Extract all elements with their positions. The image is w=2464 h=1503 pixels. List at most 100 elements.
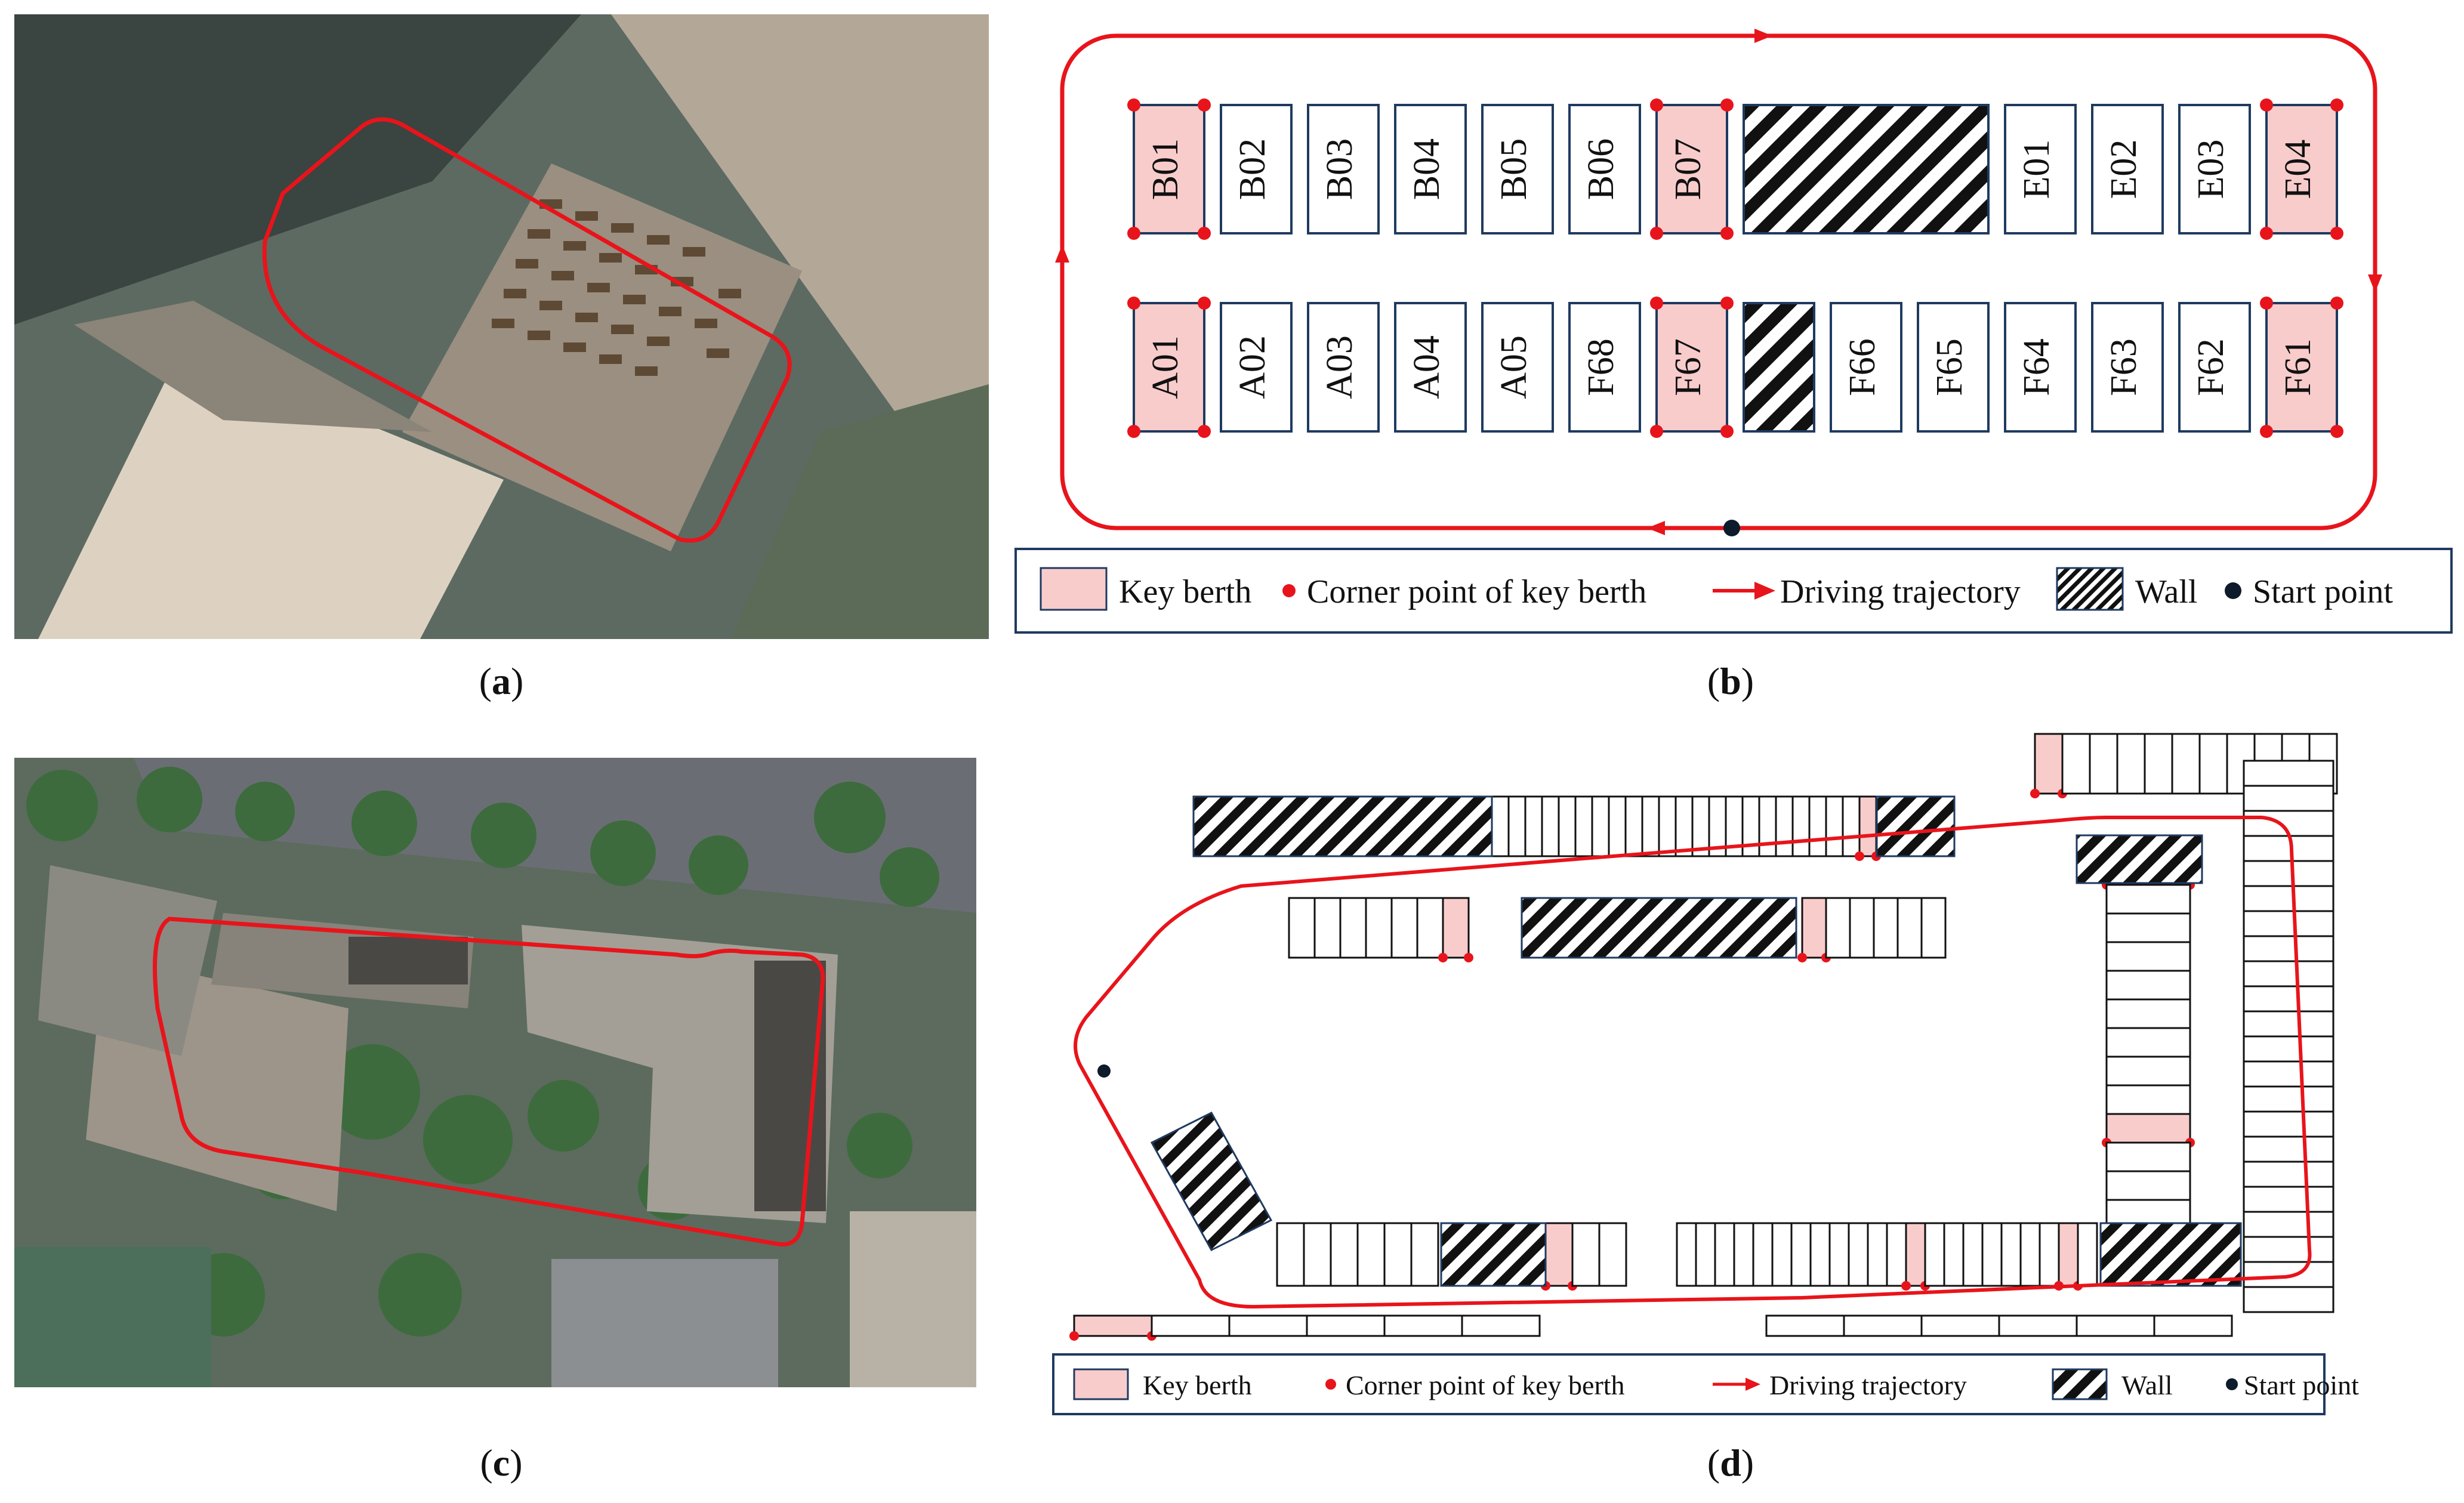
berth-label: B01 xyxy=(1145,138,1186,200)
berth xyxy=(1920,1314,2000,1337)
key-berth xyxy=(2105,1113,2191,1144)
berth xyxy=(1624,795,1643,857)
corner-point xyxy=(1650,227,1663,240)
corner-point xyxy=(2330,98,2343,112)
berth xyxy=(2105,1027,2191,1058)
key-berth xyxy=(2265,302,2338,433)
berth xyxy=(1691,795,1710,857)
berth xyxy=(1507,795,1526,857)
caption-d: (d) xyxy=(1707,1442,1754,1484)
legend-d-start-point-label: Start point xyxy=(2244,1370,2359,1400)
start-point-b xyxy=(1723,520,1740,536)
corner-point xyxy=(2260,297,2273,310)
corner-point xyxy=(1198,98,1211,112)
legend-d-trajectory-label: Driving trajectory xyxy=(1769,1370,1967,1400)
berth-label: E02 xyxy=(2104,140,2144,199)
caption-b: (b) xyxy=(1707,660,1754,702)
legend-start-point-icon xyxy=(2225,582,2241,599)
berth xyxy=(1765,1314,1845,1337)
parking-rectangles-a xyxy=(492,199,741,376)
berth xyxy=(2105,912,2191,943)
legend-wall-swatch xyxy=(2056,567,2124,611)
walls-d xyxy=(1150,795,2242,1287)
berth xyxy=(2243,1286,2335,1313)
corner-point xyxy=(1720,98,1734,112)
berth xyxy=(1288,897,1316,959)
berth-label: E03 xyxy=(2191,140,2231,199)
berth-label: A05 xyxy=(1494,335,1534,399)
legend-d-wall-label: Wall xyxy=(2121,1370,2173,1400)
legend-box-d xyxy=(1052,1353,2326,1415)
berth xyxy=(2178,302,2251,433)
legend-b: Key berth Corner point of key berth Driv… xyxy=(1014,548,2453,634)
berth xyxy=(2243,785,2335,812)
berth xyxy=(1825,795,1844,857)
berth xyxy=(2171,733,2201,795)
legend-d: Key berth Corner point of key berth Driv… xyxy=(1052,1353,2359,1415)
berth xyxy=(2091,104,2164,234)
legend-corner-point-icon xyxy=(1282,584,1296,597)
trajectory-path-c xyxy=(153,916,825,1247)
key-berth xyxy=(1858,795,1877,857)
berth xyxy=(1771,1222,1793,1287)
berth xyxy=(2243,1236,2335,1263)
berth xyxy=(1943,1222,1965,1287)
berth xyxy=(2077,1222,2098,1287)
berth xyxy=(1886,1222,1907,1287)
start-point-d xyxy=(1097,1064,1111,1078)
berth xyxy=(1394,104,1467,234)
berth xyxy=(2243,960,2335,987)
key-berth xyxy=(2265,104,2338,234)
berth xyxy=(2000,1222,2022,1287)
berth xyxy=(2039,1222,2060,1287)
berth xyxy=(2091,302,2164,433)
berth xyxy=(2243,935,2335,962)
corner-point xyxy=(1720,297,1734,310)
trajectory-arrow-left xyxy=(1055,245,1069,263)
berth xyxy=(2198,733,2228,795)
corner-point xyxy=(1650,297,1663,310)
berth-label: E04 xyxy=(2278,140,2318,199)
berth xyxy=(1307,104,1380,234)
berth xyxy=(2105,1056,2191,1087)
berth xyxy=(1390,897,1418,959)
satellite-a-drawing xyxy=(14,14,989,639)
legend-wall-label: Wall xyxy=(2135,573,2197,610)
berth-label: B04 xyxy=(1407,138,1447,200)
berth xyxy=(2243,760,2335,787)
berth xyxy=(1558,795,1577,857)
berth xyxy=(1356,1222,1386,1287)
corner-point xyxy=(1720,425,1734,438)
berth xyxy=(2243,1060,2335,1088)
key-berth xyxy=(1133,104,1205,234)
berth xyxy=(1524,795,1543,857)
berth xyxy=(1151,1314,1231,1337)
berth xyxy=(1752,1222,1774,1287)
berth-label: F62 xyxy=(2191,338,2231,396)
corner-point xyxy=(2330,425,2343,438)
berth xyxy=(1541,795,1560,857)
berth xyxy=(1809,1222,1831,1287)
berth-label: B02 xyxy=(1232,138,1273,200)
berth xyxy=(2243,1211,2335,1238)
berth xyxy=(1330,1222,1359,1287)
corner-point xyxy=(2260,425,2273,438)
berth-label: F67 xyxy=(1668,338,1709,396)
berth xyxy=(1658,795,1677,857)
berth-label: B07 xyxy=(1668,138,1709,200)
corner-point xyxy=(1198,297,1211,310)
berth xyxy=(2105,1141,2191,1172)
berth xyxy=(2243,910,2335,937)
legend-key-berth-swatch xyxy=(1040,567,1108,611)
berth xyxy=(2243,1161,2335,1188)
corner-point xyxy=(2030,789,2040,798)
berth xyxy=(2089,733,2118,795)
corner-point xyxy=(1198,227,1211,240)
berth xyxy=(1775,795,1794,857)
legend-d-start-point-icon xyxy=(2226,1378,2238,1390)
berth-label: F68 xyxy=(1581,338,1621,396)
wall-d-3 xyxy=(1521,897,1797,959)
berth-label: A02 xyxy=(1232,335,1273,399)
